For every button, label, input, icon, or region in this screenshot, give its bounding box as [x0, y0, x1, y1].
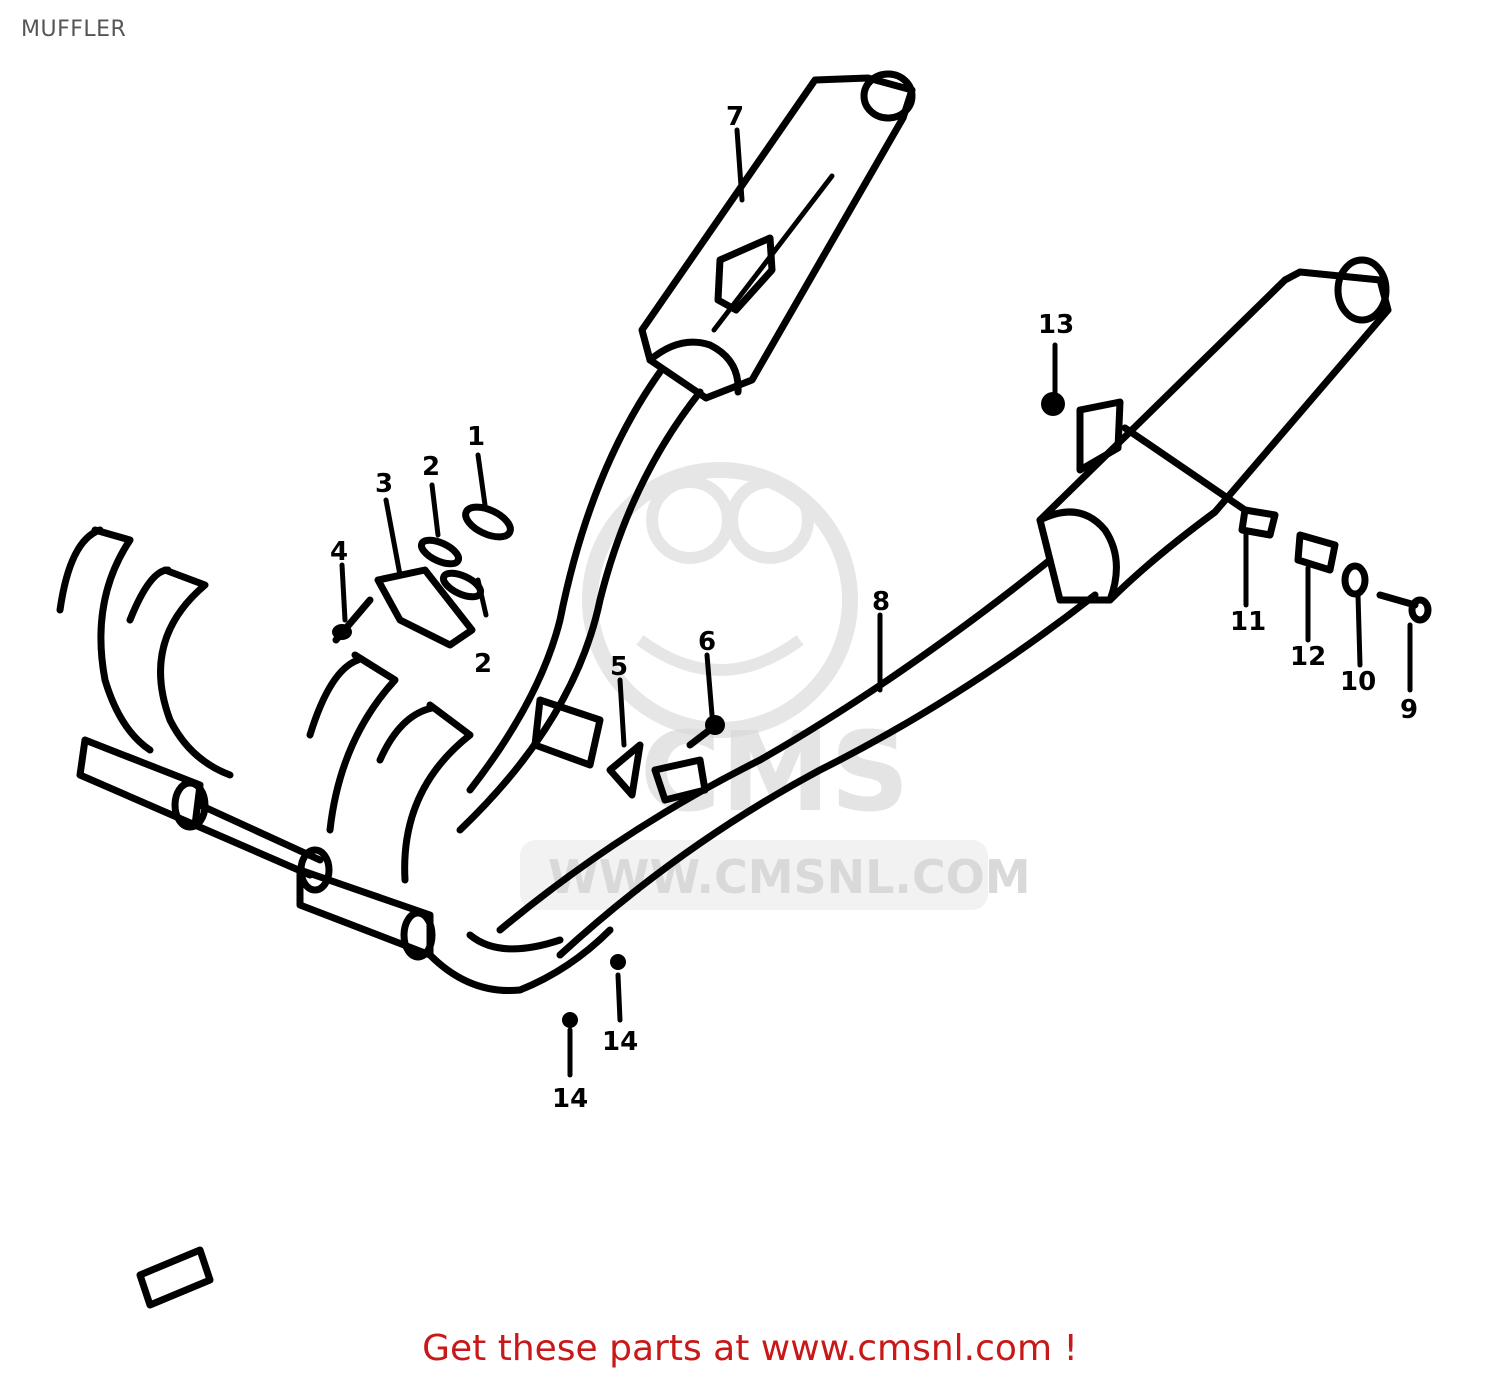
callout-labels: 1 2 2 3 4 5 6 7 8 9 10 11 12 13 14 14 [330, 102, 1418, 1114]
header-pipes-right [296, 651, 614, 995]
callout-13: 13 [1038, 310, 1074, 340]
callout-1: 1 [467, 422, 485, 452]
right-connecting-pipe [496, 556, 1099, 959]
callout-9: 9 [1400, 695, 1418, 725]
callout-14: 14 [602, 1027, 638, 1057]
callout-5: 5 [610, 652, 628, 682]
callout-leaders [339, 127, 1413, 1078]
header-pipes-left [56, 526, 324, 879]
callout-6: 6 [698, 627, 716, 657]
watermark-brand: CMS [640, 708, 909, 836]
callout-3: 3 [375, 469, 393, 499]
page-title: MUFFLER [21, 17, 127, 42]
muffler-left [638, 70, 916, 402]
watermark-url: WWW.CMSNL.COM [548, 850, 1031, 904]
callout-12: 12 [1290, 642, 1326, 672]
watermark: CMS WWW.CMSNL.COM [520, 462, 1031, 910]
callout-7: 7 [726, 102, 744, 132]
left-connecting-pipe [456, 368, 704, 834]
callout-14: 14 [552, 1084, 588, 1114]
callout-2: 2 [474, 649, 492, 679]
callout-10: 10 [1340, 667, 1376, 697]
callout-11: 11 [1230, 607, 1266, 637]
callout-8: 8 [872, 587, 890, 617]
callout-2: 2 [422, 452, 440, 482]
callout-4: 4 [330, 537, 348, 567]
small-parts [136, 392, 1432, 1309]
get-parts-link[interactable]: Get these parts at www.cmsnl.com ! [422, 1328, 1078, 1369]
